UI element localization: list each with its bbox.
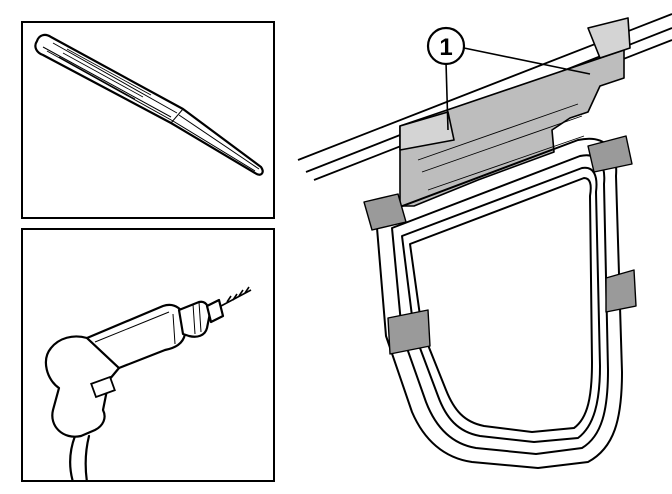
callout-1: 1 [426,26,466,66]
callout-1-label: 1 [439,34,452,61]
frame-illustration: 1 [288,0,672,494]
center-punch-icon [34,33,264,176]
center-punch-panel [21,21,275,219]
power-drill-panel [21,228,275,482]
frame-diagram: 1 [297,13,672,469]
power-drill-icon [44,286,252,480]
